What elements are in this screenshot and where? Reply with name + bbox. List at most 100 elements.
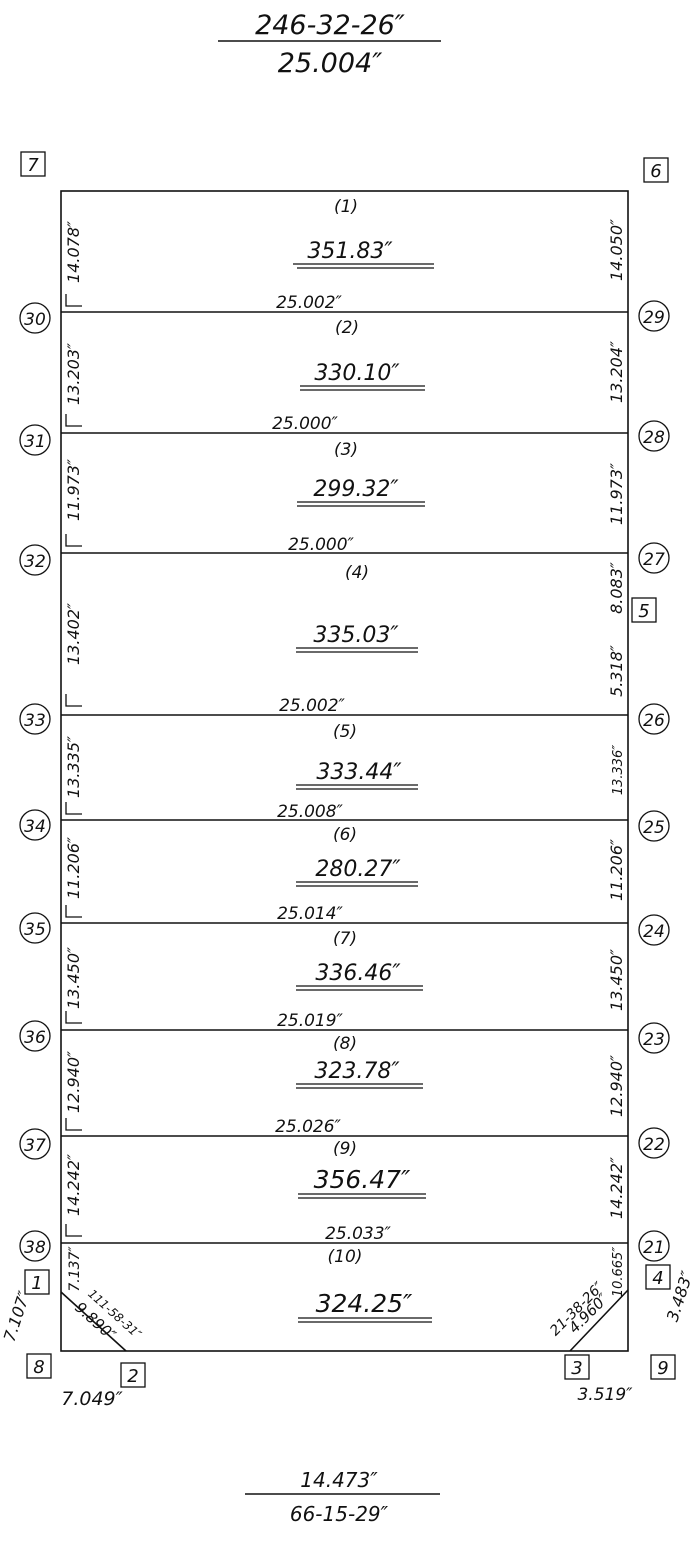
- lot-number: (1): [334, 197, 358, 217]
- right-side-dim: 13.336″: [611, 745, 626, 795]
- left-point-38: 38: [19, 1230, 51, 1262]
- lot-number: (9): [333, 1139, 357, 1159]
- corner-marker-4: 4: [645, 1264, 671, 1290]
- svg-text:2: 2: [127, 1366, 138, 1387]
- right-side-dim: 14.242″: [607, 1157, 626, 1219]
- svg-text:25: 25: [643, 818, 665, 838]
- lot-number: (3): [334, 440, 358, 460]
- lot-number: (7): [333, 929, 357, 949]
- left-side-dim: 13.450″: [64, 947, 83, 1009]
- right-side-dim: 14.050″: [607, 219, 626, 281]
- svg-text:5: 5: [638, 601, 649, 622]
- left-point-37: 37: [19, 1128, 51, 1160]
- chamfer-left-line: [60, 1291, 127, 1352]
- svg-text:22: 22: [643, 1135, 665, 1155]
- left-side-dim: 12.940″: [64, 1051, 83, 1113]
- lot-numbers: (1) (2) (3) (4) (5) (6) (7) (8) (9) (10): [328, 197, 370, 1267]
- lot-area: 330.10″: [314, 361, 400, 386]
- svg-text:3: 3: [571, 1358, 582, 1379]
- svg-text:34: 34: [24, 817, 46, 837]
- svg-text:30: 30: [24, 310, 46, 330]
- right-side-dim: 8.083″: [607, 562, 626, 614]
- svg-text:1: 1: [31, 1273, 42, 1294]
- lot-number: (2): [335, 318, 359, 338]
- lot-number: (4): [345, 563, 369, 583]
- right-point-28: 28: [638, 420, 670, 452]
- svg-text:29: 29: [643, 308, 665, 328]
- lot-area: 356.47″: [314, 1165, 411, 1194]
- lot-width: 25.014″: [277, 904, 343, 924]
- left-side-dim: 14.078″: [64, 221, 83, 283]
- right-point-22: 22: [638, 1127, 670, 1159]
- left-point-31: 31: [19, 424, 51, 456]
- lot-area: 336.46″: [315, 961, 401, 986]
- left-point-33: 33: [19, 703, 51, 735]
- svg-text:36: 36: [24, 1028, 46, 1048]
- lot-area: 324.25″: [316, 1289, 413, 1318]
- left-side-dim: 7.137″: [67, 1246, 83, 1292]
- left-point-30: 30: [19, 302, 51, 334]
- corner-marker-7: 7: [20, 151, 46, 177]
- svg-text:26: 26: [643, 711, 665, 731]
- right-side-dim: 11.973″: [607, 463, 626, 525]
- lot-width: 25.019″: [277, 1011, 343, 1031]
- right-point-21: 21: [638, 1230, 670, 1262]
- svg-text:9: 9: [657, 1358, 668, 1379]
- corner-marker-5: 5: [631, 597, 657, 623]
- left-side-dim: 11.206″: [64, 837, 83, 899]
- lot-area: 333.44″: [316, 760, 402, 785]
- lot-area: 299.32″: [313, 477, 399, 502]
- svg-text:24: 24: [643, 922, 665, 942]
- left-point-34: 34: [19, 809, 51, 841]
- svg-text:8: 8: [33, 1357, 44, 1378]
- lot-number: (10): [328, 1247, 363, 1267]
- svg-text:6: 6: [650, 161, 661, 182]
- svg-text:27: 27: [643, 550, 665, 570]
- chamfer-right-line: [569, 1289, 629, 1352]
- header-distance: 25.004″: [278, 48, 383, 79]
- right-side-dim: 13.450″: [607, 949, 626, 1011]
- right-side-dim: 5.318″: [607, 645, 626, 697]
- right-side-dim: 11.206″: [607, 839, 626, 901]
- right-angle-marks: [65, 294, 82, 1237]
- header-bearing: 246-32-26″: [255, 10, 405, 41]
- lot-area: 323.78″: [314, 1059, 400, 1084]
- left-point-32: 32: [19, 544, 51, 576]
- right-side-dim: 10.665″: [611, 1247, 626, 1297]
- parcel-boundary: [60, 190, 629, 1352]
- lot-division-lines: [61, 311, 628, 1244]
- svg-text:7: 7: [27, 155, 39, 176]
- lot-widths: 25.002″ 25.000″ 25.000″ 25.002″ 25.008″ …: [272, 293, 391, 1244]
- right-side-dim: 13.204″: [607, 341, 626, 403]
- corner-marker-6: 6: [643, 157, 669, 183]
- svg-text:4: 4: [652, 1268, 663, 1289]
- lot-width: 25.000″: [272, 414, 338, 434]
- lot-width: 25.002″: [279, 696, 345, 716]
- svg-text:37: 37: [24, 1136, 46, 1156]
- lot-areas: 351.83″ 330.10″ 299.32″ 335.03″ 333.44″ …: [307, 239, 413, 1318]
- outer-right-dim: 3.483″: [663, 1269, 697, 1324]
- left-side-dims: 14.078″ 13.203″ 11.973″ 13.402″ 13.335″ …: [64, 221, 83, 1292]
- lot-number: (6): [333, 825, 357, 845]
- area-underlines: [293, 263, 434, 1323]
- right-side-dim: 12.940″: [607, 1055, 626, 1117]
- lot-width: 25.026″: [275, 1117, 341, 1137]
- lot-number: (5): [333, 722, 357, 742]
- lot-area: 335.03″: [313, 623, 399, 648]
- right-point-24: 24: [638, 914, 670, 946]
- lot-width: 25.002″: [276, 293, 342, 313]
- right-point-27: 27: [638, 542, 670, 574]
- corner-marker-9: 9: [650, 1354, 676, 1380]
- right-side-dims: 14.050″ 13.204″ 11.973″ 8.083″ 5.318″ 13…: [607, 219, 626, 1297]
- left-side-dim: 13.203″: [64, 343, 83, 405]
- left-side-dim: 14.242″: [64, 1154, 83, 1216]
- right-point-23: 23: [638, 1022, 670, 1054]
- left-side-dim: 11.973″: [64, 459, 83, 521]
- bottom-right-dim: 3.519″: [577, 1385, 633, 1405]
- bottom-left-dim: 7.049″: [61, 1388, 123, 1410]
- outer-left-dim: 7.107″: [0, 1289, 34, 1344]
- left-point-35: 35: [19, 912, 51, 944]
- svg-text:28: 28: [643, 428, 665, 448]
- lot-width: 25.008″: [277, 802, 343, 822]
- svg-text:21: 21: [643, 1238, 665, 1258]
